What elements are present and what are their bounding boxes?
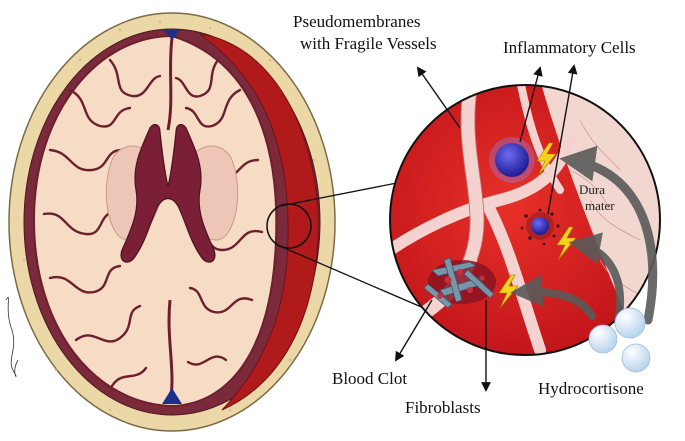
superior-sagittal-sinus-top (164, 30, 180, 40)
arrow-inflammatory-large (519, 66, 543, 143)
label-dura: Dura (579, 182, 605, 197)
label-arrows (394, 64, 578, 392)
label-fibroblasts: Fibroblasts (405, 398, 481, 417)
hydrocortisone-molecules (588, 307, 651, 373)
inhibition-bolt-1 (536, 142, 557, 177)
drug-action-arrows (510, 145, 658, 326)
inhibition-bolt-2 (556, 226, 577, 261)
superior-sagittal-sinus-bottom (162, 388, 182, 404)
zoom-line-top (279, 179, 413, 207)
blood-clot (423, 257, 496, 309)
label-inflammatory-cells: Inflammatory Cells (503, 38, 636, 57)
arrow-inflammatory-small (547, 64, 578, 215)
hematoma (199, 33, 319, 411)
sketch-lines (5, 297, 19, 377)
brain-section (5, 12, 336, 432)
lateral-ventricles (120, 123, 216, 263)
arrow-pseudomembranes (416, 66, 461, 129)
inflammatory-cell-large (489, 137, 535, 183)
label-hydrocortisone: Hydrocortisone (538, 379, 644, 398)
inflammatory-cell-small (520, 208, 560, 246)
label-pseudomembranes: Pseudomembranes (293, 12, 421, 31)
zoom-line-bottom (281, 246, 441, 316)
arrow-blood-clot (394, 299, 433, 362)
vessel-edges (460, 89, 485, 261)
label-blood-clot: Blood Clot (332, 369, 408, 388)
label-mater: mater (585, 198, 615, 213)
label-fragile-vessels: with Fragile Vessels (300, 34, 437, 53)
